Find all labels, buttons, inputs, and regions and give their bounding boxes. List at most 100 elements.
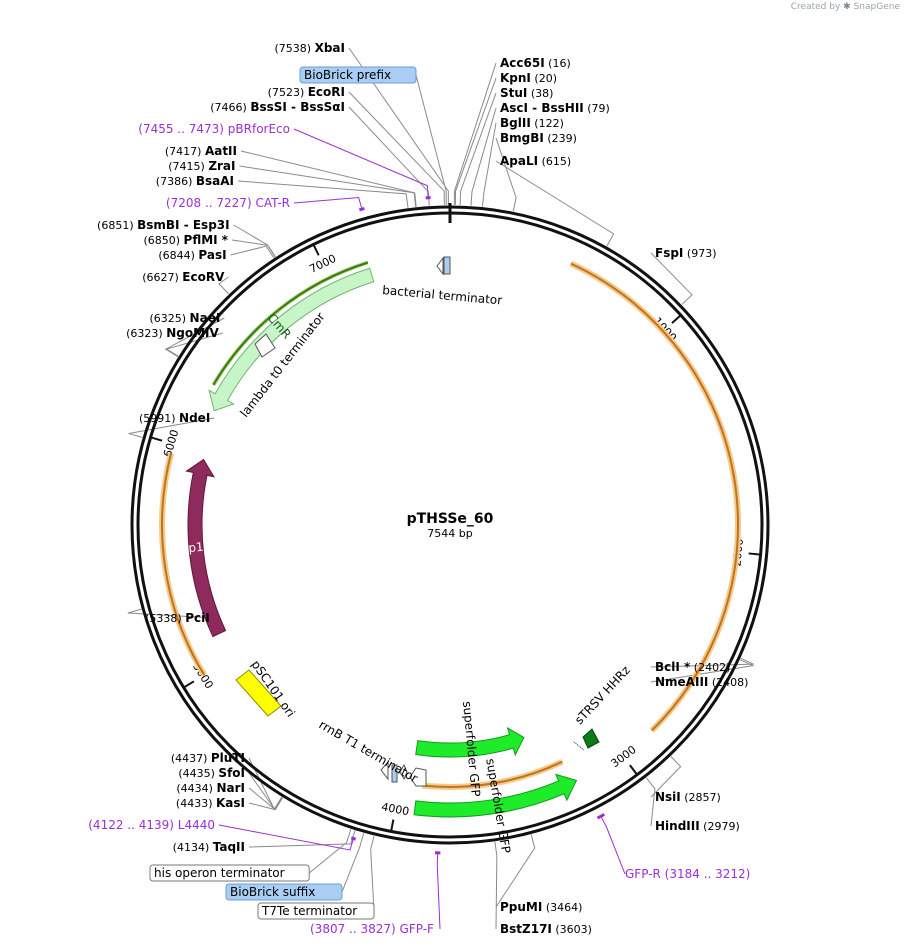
tick-mark bbox=[183, 680, 195, 689]
leader-line bbox=[495, 137, 517, 212]
primer-name: pBRforEco bbox=[228, 122, 290, 136]
restriction-site-label: (6851) BsmBI - Esp3I bbox=[97, 218, 230, 232]
primer-range: (3184 .. 3212) bbox=[661, 867, 751, 881]
feature-arrow-rep101 bbox=[185, 458, 227, 638]
boxed-label-box bbox=[299, 66, 417, 84]
primer-mark bbox=[358, 206, 365, 212]
primer-name: L4440 bbox=[178, 818, 215, 832]
restriction-site-label: (7415) ZraI bbox=[168, 159, 235, 173]
boxed-label-text: T7Te terminator bbox=[261, 904, 357, 918]
tick-mark bbox=[748, 552, 761, 556]
watermark-prefix: Created by bbox=[790, 2, 841, 12]
tick-label: 7000 bbox=[307, 252, 338, 276]
site-name: KasI bbox=[216, 796, 245, 810]
site-position: (7415) bbox=[168, 160, 208, 173]
restriction-site-label: (4134) TaqII bbox=[173, 840, 245, 854]
primer-label: (4122 .. 4139) L4440 bbox=[88, 818, 215, 832]
site-name: EcoRI bbox=[308, 85, 345, 99]
leader-line bbox=[459, 92, 497, 206]
boxed-label-text: BioBrick prefix bbox=[304, 68, 391, 82]
site-position: (6851) bbox=[97, 219, 137, 232]
site-name: EcoRV bbox=[182, 270, 225, 284]
restriction-site-label: (7417) AatII bbox=[165, 144, 237, 158]
orf-arc-rep-core bbox=[161, 453, 206, 676]
restriction-site-label: AscI - BssHII (79) bbox=[500, 101, 610, 115]
boxed-label-leader bbox=[341, 832, 365, 893]
pSC101-ori-feature bbox=[235, 669, 282, 717]
site-position: (615) bbox=[538, 155, 571, 168]
boxed-label-box bbox=[149, 864, 310, 882]
site-position: (7466) bbox=[210, 101, 250, 114]
primer-name: GFP-R bbox=[625, 867, 661, 881]
orf-arc-amp-region-core bbox=[570, 262, 739, 732]
leader-line bbox=[128, 417, 215, 438]
watermark-brand: SnapGene bbox=[853, 2, 900, 12]
site-position: (6325) bbox=[149, 312, 189, 325]
restriction-site-label: (6844) PasI bbox=[158, 248, 226, 262]
leader-line bbox=[650, 657, 754, 668]
primer-name: CAT-R bbox=[255, 196, 290, 210]
restriction-site-label: NmeAIII (2408) bbox=[655, 675, 748, 689]
site-position: (4433) bbox=[176, 797, 216, 810]
primer-leader-line bbox=[293, 196, 363, 210]
site-position: (7523) bbox=[268, 86, 308, 99]
primer-range: (4122 .. 4139) bbox=[88, 818, 178, 832]
leader-line bbox=[232, 239, 276, 258]
site-position: (2402) bbox=[690, 661, 730, 674]
restriction-site-label: BstZ17I (3603) bbox=[500, 922, 592, 936]
restriction-site-label: KpnI (20) bbox=[500, 71, 557, 85]
feature-label-rrnB-T1-terminator: rrnB T1 terminator bbox=[317, 717, 421, 785]
restriction-site-label: StuI (38) bbox=[500, 86, 553, 100]
leader-line bbox=[650, 252, 693, 305]
leader-line bbox=[127, 608, 214, 619]
site-position: (16) bbox=[545, 57, 571, 70]
site-position: (6627) bbox=[142, 271, 182, 284]
restriction-site-label: (6323) NgoMIV bbox=[126, 326, 219, 340]
site-name: BglII bbox=[500, 116, 531, 130]
lambda-t0-terminator-glyph bbox=[254, 333, 276, 358]
site-name: KpnI bbox=[500, 71, 531, 85]
boxed-label-leader bbox=[370, 835, 375, 912]
restriction-site-label: (6627) EcoRV bbox=[142, 270, 225, 284]
boxed-label-text: BioBrick suffix bbox=[230, 885, 315, 899]
feature-arrow-superfolder-gfp bbox=[413, 773, 578, 818]
tick-label: 3000 bbox=[608, 743, 638, 770]
primer-label: GFP-R (3184 .. 3212) bbox=[625, 867, 750, 881]
restriction-site-label: (6850) PflMI * bbox=[143, 233, 228, 247]
feature-arrow-label: Rep101 bbox=[173, 538, 220, 556]
site-name: NmeAIII bbox=[655, 675, 708, 689]
site-name: BsmBI - Esp3I bbox=[137, 218, 229, 232]
tick-mark bbox=[312, 244, 320, 256]
tick-label: 5000 bbox=[190, 660, 216, 691]
primer-labels: (7455 .. 7473) pBRforEco(7208 .. 7227) C… bbox=[88, 122, 750, 936]
leader-line bbox=[650, 659, 755, 683]
site-position: (5338) bbox=[145, 612, 185, 625]
restriction-site-label: (4433) KasI bbox=[176, 796, 245, 810]
boxed-label-box bbox=[225, 883, 343, 901]
restriction-site-label: (7523) EcoRI bbox=[268, 85, 345, 99]
primer-leader-line bbox=[218, 824, 354, 851]
site-position: (7538) bbox=[275, 42, 315, 55]
site-name: HindIII bbox=[655, 819, 700, 833]
site-position: (2857) bbox=[681, 791, 721, 804]
site-name: SfoI bbox=[218, 766, 245, 780]
restriction-site-label: (4434) NarI bbox=[176, 781, 245, 795]
leader-line bbox=[650, 756, 682, 798]
site-name: BssSI - BssSαI bbox=[250, 100, 345, 114]
primer-leader-line bbox=[600, 815, 626, 875]
site-position: (122) bbox=[531, 117, 564, 130]
site-position: (5991) bbox=[139, 412, 179, 425]
plasmid-name: pTHSSe_60 bbox=[407, 511, 494, 527]
leader-line bbox=[248, 797, 284, 811]
leader-line bbox=[453, 62, 497, 206]
leader-line bbox=[348, 47, 449, 206]
site-position: (239) bbox=[544, 132, 577, 145]
orf-arc-gfp-core bbox=[421, 760, 563, 788]
primer-range: (7208 .. 7227) bbox=[166, 196, 256, 210]
restriction-site-label: (6325) NaeI bbox=[149, 311, 220, 325]
site-name: AscI - BssHII bbox=[500, 101, 584, 115]
site-position: (3464) bbox=[542, 901, 582, 914]
boxed-label-box bbox=[257, 902, 375, 920]
